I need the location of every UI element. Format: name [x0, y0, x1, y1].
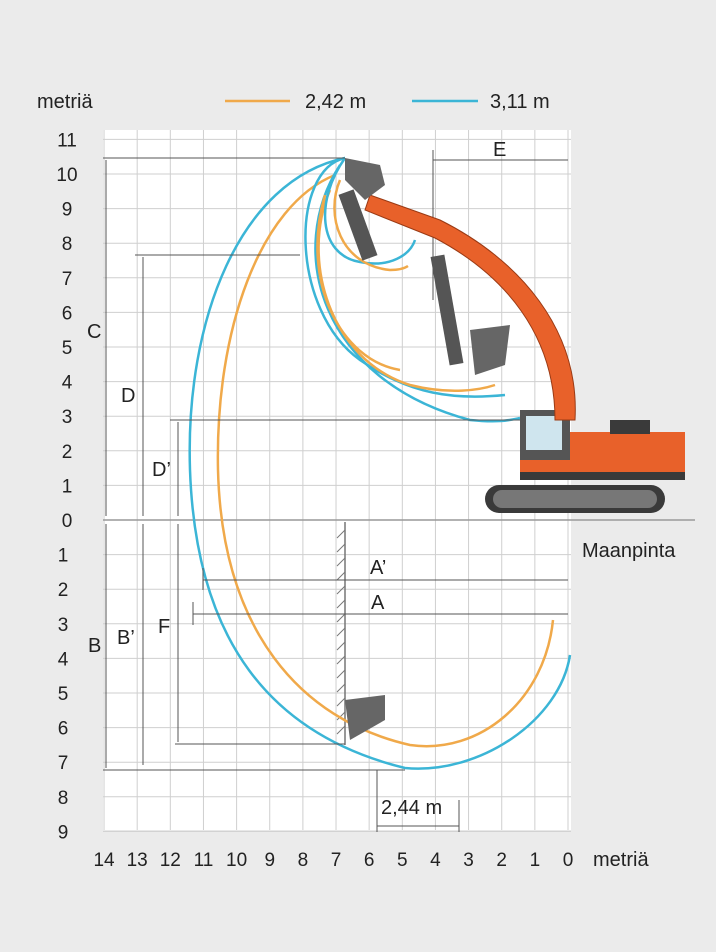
x-tick-label: 11	[194, 850, 214, 871]
x-units-label: metriä	[593, 849, 649, 871]
bucket-dig	[470, 325, 510, 375]
x-tick-label: 9	[264, 850, 275, 871]
y-tick-label: 10	[56, 165, 77, 186]
legend-label-3-11: 3,11 m	[490, 91, 550, 113]
x-tick-label: 6	[364, 850, 375, 871]
y-tick-label: 1	[62, 476, 73, 497]
x-tick-label: 0	[563, 850, 574, 871]
x-tick-label: 13	[127, 850, 148, 871]
y-tick-label: 6	[62, 303, 73, 324]
bucket-deep	[345, 695, 385, 740]
legend-label-2-42: 2,42 m	[305, 91, 366, 113]
x-tick-label: 4	[430, 850, 441, 871]
grid-area	[103, 130, 571, 830]
x-tick-label: 10	[226, 850, 247, 871]
x-tick-label: 3	[463, 850, 474, 871]
y-tick-label: 9	[58, 822, 69, 843]
inner-loop-3-11	[304, 156, 506, 398]
small-loop-3-11	[323, 157, 417, 265]
y-tick-label: 4	[62, 373, 73, 394]
inner-loop-2-42	[317, 189, 496, 393]
y-tick-label: 1	[58, 546, 69, 567]
x-tick-label: 5	[397, 850, 408, 871]
y-tick-label: 8	[58, 788, 69, 809]
x-tick-label: 2	[496, 850, 507, 871]
reach-envelope-2-42	[216, 173, 555, 748]
y-tick-label: 6	[58, 719, 69, 740]
dim-label-b: B	[88, 635, 101, 657]
small-loop-2-42	[333, 179, 409, 272]
y-tick-label: 3	[58, 615, 69, 636]
inner-loop-3-11-b	[314, 164, 521, 423]
y-tick-label: 8	[62, 234, 73, 255]
dim-label-f: F	[158, 616, 170, 638]
y-units-label: metriä	[37, 91, 93, 113]
y-tick-label: 5	[62, 338, 73, 359]
y-tick-label: 2	[58, 580, 69, 601]
dim-label-b-prime: B’	[117, 627, 135, 649]
dim-label-c: C	[87, 321, 101, 343]
y-tick-label: 0	[62, 511, 73, 532]
y-tick-label: 7	[58, 753, 69, 774]
arm-lowered	[430, 254, 464, 366]
y-tick-label: 9	[62, 200, 73, 221]
ground-label: Maanpinta	[582, 540, 676, 562]
dim-label-a-prime: A’	[370, 557, 386, 579]
dim-label-bottom-width: 2,44 m	[381, 797, 442, 819]
y-tick-label: 5	[58, 684, 69, 705]
y-tick-label: 7	[62, 269, 73, 290]
dimension-lines	[103, 150, 568, 832]
y-tick-label: 3	[62, 407, 73, 428]
x-tick-label: 1	[530, 850, 541, 871]
vertical-wall	[336, 522, 346, 745]
legend: 2,42 m 3,11 m	[225, 91, 550, 113]
dim-label-d: D	[121, 385, 135, 407]
inner-loop-2-42-b	[316, 194, 401, 372]
dim-label-e: E	[493, 139, 506, 161]
y-tick-label: 4	[58, 649, 69, 670]
dim-label-d-prime: D’	[152, 459, 171, 481]
y-tick-label: 2	[62, 442, 73, 463]
arm	[338, 189, 378, 261]
excavator	[338, 158, 685, 740]
x-tick-label: 12	[160, 850, 181, 871]
reach-curves	[188, 156, 572, 770]
x-tick-label: 8	[298, 850, 309, 871]
bucket-top	[345, 158, 385, 200]
dim-label-a: A	[371, 592, 385, 614]
boom	[364, 194, 576, 421]
x-tick-label: 14	[93, 850, 115, 871]
reach-envelope-3-11	[188, 156, 572, 770]
y-tick-label: 11	[57, 130, 77, 151]
x-tick-label: 7	[331, 850, 342, 871]
